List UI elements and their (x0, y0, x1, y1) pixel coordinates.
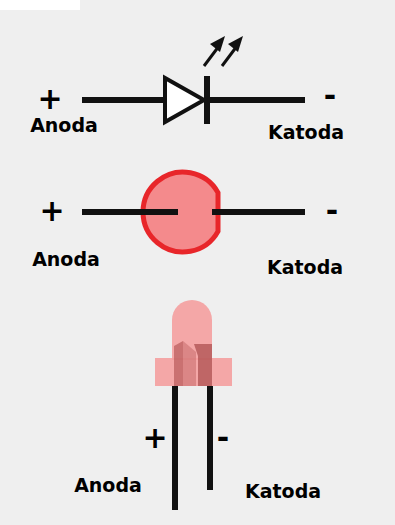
terminal-name: Anoda (32, 250, 100, 269)
anode-wire (82, 97, 165, 103)
cathode-wire (207, 97, 305, 103)
cathode-wire (212, 209, 305, 215)
polarity-sign: + (39, 196, 64, 226)
polarity-sign: + (37, 84, 62, 114)
terminal-name: Katoda (267, 258, 343, 277)
terminal-name: Katoda (268, 123, 344, 142)
terminal-name: Katoda (245, 482, 321, 501)
polarity-sign: - (324, 81, 336, 111)
cathode-anvil (194, 344, 212, 386)
terminal-name: Anoda (30, 116, 98, 135)
led-schematic-symbol (82, 36, 305, 124)
diode-triangle (165, 78, 204, 122)
led-top-view (82, 172, 305, 252)
polarity-sign: - (326, 196, 338, 226)
page-edge (0, 0, 80, 10)
cathode-leg (207, 386, 213, 490)
anode-post (174, 341, 183, 386)
polarity-sign: + (142, 423, 167, 453)
led-component (155, 300, 232, 510)
anode-post (183, 341, 196, 386)
terminal-name: Anoda (74, 476, 142, 495)
light-arrowhead (210, 36, 225, 52)
anode-wire (82, 209, 178, 215)
polarity-sign: - (217, 423, 229, 453)
anode-leg (172, 386, 178, 510)
light-arrowhead (228, 36, 243, 52)
